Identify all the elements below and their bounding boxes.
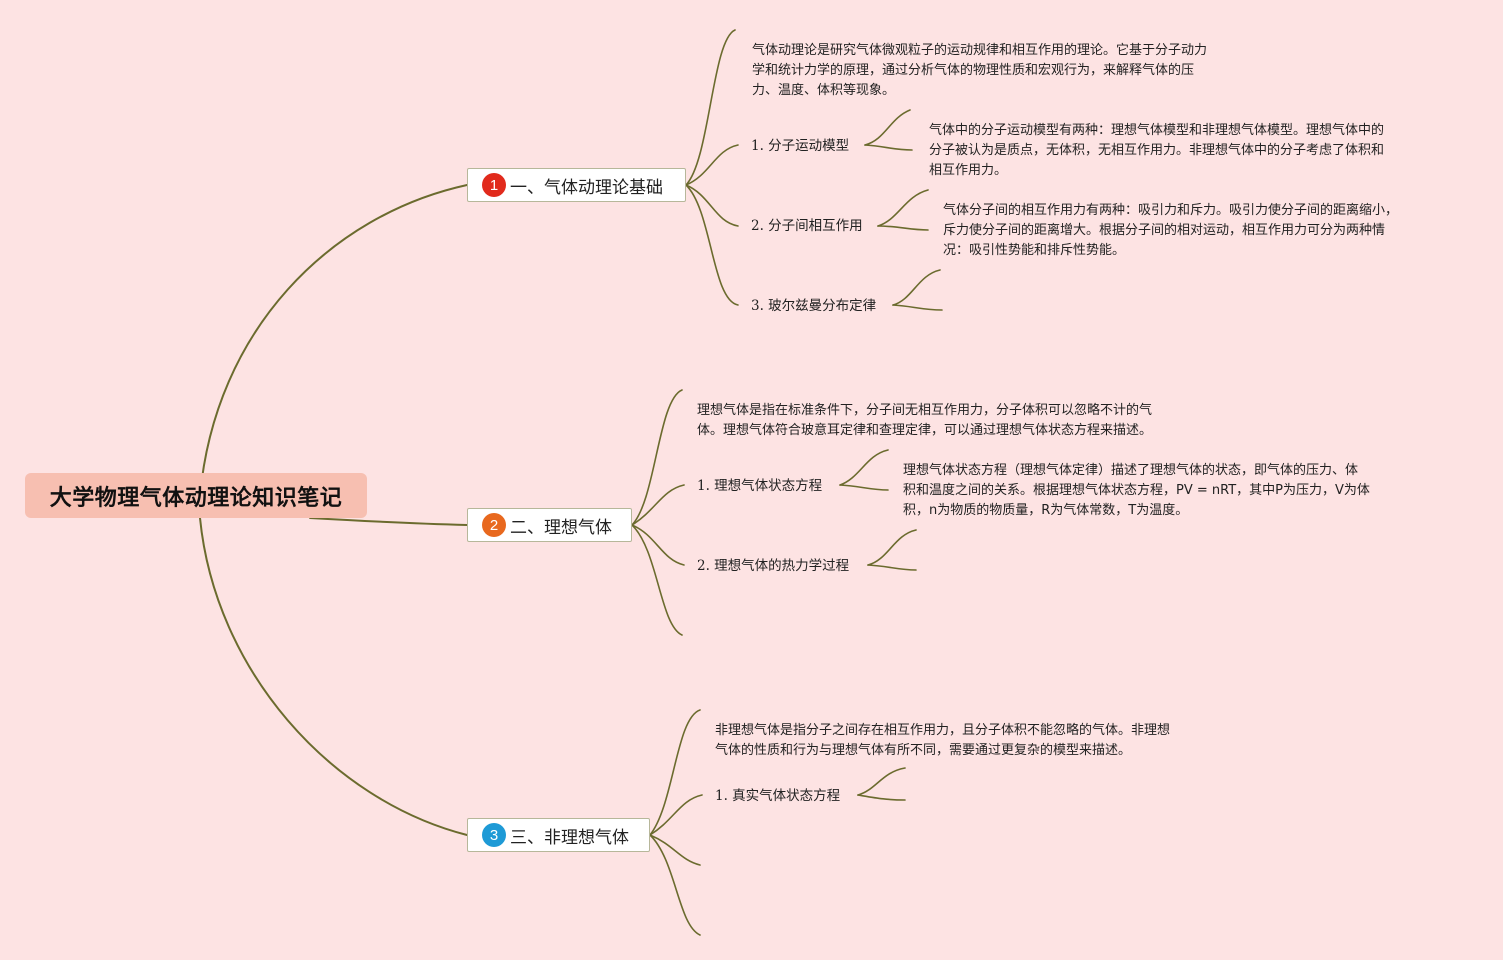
connector-b1-sub2: [685, 184, 739, 227]
connector-b1-sub2-detail-b: [877, 225, 929, 231]
branch-2-subtopic-1[interactable]: 1. 理想气体状态方程: [697, 478, 823, 494]
connector-b2-sub1: [631, 484, 685, 526]
branch-2-intro-line: 理想气体是指在标准条件下，分子间无相互作用力，分子体积可以忽略不计的气: [697, 403, 1153, 418]
detail-line: 积，n为物质的物质量，R为气体常数，T为温度。: [903, 503, 1189, 518]
branch-1-label: 一、气体动理论基础: [510, 177, 663, 198]
branch-1-subtopic-1-detail[interactable]: 气体中的分子运动模型有两种：理想气体模型和非理想气体模型。理想气体中的 分子被认…: [929, 121, 1384, 181]
branch-3-intro-line: 非理想气体是指分子之间存在相互作用力，且分子体积不能忽略的气体。非理想: [715, 723, 1171, 738]
connector-b2-intro: [631, 389, 683, 526]
connector-b3-sub1-detail-b: [857, 794, 906, 801]
detail-line: 斥力使分子间的距离增大。根据分子间的相对运动，相互作用力可分为两种情: [943, 223, 1386, 238]
root-title: 大学物理气体动理论知识笔记: [49, 485, 343, 511]
detail-line: 气体中的分子运动模型有两种：理想气体模型和非理想气体模型。理想气体中的: [929, 123, 1385, 138]
number-1-icon: 1: [482, 173, 506, 197]
branch-1-intro-line: 学和统计力学的原理，通过分析气体的物理性质和宏观行为，来解释气体的压: [752, 63, 1195, 78]
branch-1-subtopic-3[interactable]: 3. 玻尔兹曼分布定律: [751, 298, 877, 314]
connector-b2-sub2-detail-b: [867, 564, 917, 571]
detail-line: 理想气体状态方程（理想气体定律）描述了理想气体的状态，即气体的压力、体: [903, 463, 1359, 478]
detail-line: 分子被认为是质点，无体积，无相互作用力。非理想气体中的分子考虑了体积和: [929, 143, 1385, 158]
connector-root-branch-3: [199, 517, 468, 836]
branch-1-subtopic-2-detail[interactable]: 气体分子间的相互作用力有两种：吸引力和斥力。吸引力使分子间的距离缩小， 斥力使分…: [943, 201, 1398, 261]
branch-1-intro[interactable]: 气体动理论是研究气体微观粒子的运动规律和相互作用的理论。它基于分子动力 学和统计…: [752, 41, 1207, 101]
detail-line: 气体分子间的相互作用力有两种：吸引力和斥力。吸引力使分子间的距离缩小，: [943, 203, 1399, 218]
branch-2-subtopic-1-detail[interactable]: 理想气体状态方程（理想气体定律）描述了理想气体的状态，即气体的压力、体 积和温度…: [903, 461, 1370, 521]
connector-b3-empty-b: [649, 834, 701, 936]
root-topic[interactable]: 大学物理气体动理论知识笔记: [25, 473, 367, 518]
connector-root-branch-2: [309, 517, 468, 526]
detail-line: 相互作用力。: [929, 163, 1008, 178]
branch-2[interactable]: 2 二、理想气体: [467, 508, 632, 542]
branch-3[interactable]: 3 三、非理想气体: [467, 818, 650, 852]
connector-b2-sub1-detail-b: [839, 484, 889, 491]
connector-b3-intro: [649, 709, 701, 836]
connector-b1-sub1: [685, 144, 739, 186]
branch-1-subtopic-1[interactable]: 1. 分子运动模型: [751, 138, 850, 154]
detail-line: 积和温度之间的关系。根据理想气体状态方程，PV = nRT，其中P为压力，V为体: [903, 483, 1370, 498]
branch-3-label: 三、非理想气体: [510, 827, 629, 848]
connector-b2-sub1-detail-a: [839, 449, 889, 486]
connector-b2-empty: [631, 524, 683, 636]
branch-2-intro[interactable]: 理想气体是指在标准条件下，分子间无相互作用力，分子体积可以忽略不计的气 体。理想…: [697, 401, 1152, 441]
detail-line: 况：吸引性势能和排斥性势能。: [943, 243, 1126, 258]
number-3-icon: 3: [482, 823, 506, 847]
branch-2-label: 二、理想气体: [510, 517, 612, 538]
connector-b1-sub1-detail-a: [864, 109, 911, 146]
connector-b3-sub1: [649, 794, 703, 836]
branch-2-subtopic-2[interactable]: 2. 理想气体的热力学过程: [697, 558, 850, 574]
branch-1-intro-line: 气体动理论是研究气体微观粒子的运动规律和相互作用的理论。它基于分子动力: [752, 43, 1208, 58]
connector-b3-empty-a: [649, 834, 701, 866]
connector-b2-sub2-detail-a: [867, 529, 917, 566]
branch-1-intro-line: 力、温度、体积等现象。: [752, 83, 896, 98]
connector-b1-sub2-detail-a: [877, 189, 929, 227]
connector-b1-sub1-detail-b: [864, 144, 913, 151]
branch-1-subtopic-2[interactable]: 2. 分子间相互作用: [751, 218, 863, 234]
connector-b1-sub3-detail-a: [892, 269, 941, 306]
connector-b3-sub1-detail-a: [857, 767, 906, 796]
number-2-icon: 2: [482, 513, 506, 537]
branch-3-subtopic-1[interactable]: 1. 真实气体状态方程: [715, 788, 841, 804]
branch-3-intro[interactable]: 非理想气体是指分子之间存在相互作用力，且分子体积不能忽略的气体。非理想 气体的性…: [715, 721, 1170, 761]
connector-b1-sub3-detail-b: [892, 304, 943, 311]
connector-b1-intro: [685, 29, 736, 186]
connector-root-branch-1: [199, 184, 468, 497]
connector-b1-sub3: [685, 184, 739, 306]
branch-1[interactable]: 1 一、气体动理论基础: [467, 168, 686, 202]
connector-b2-sub2: [631, 524, 685, 566]
branch-2-intro-line: 体。理想气体符合玻意耳定律和查理定律，可以通过理想气体状态方程来描述。: [697, 423, 1153, 438]
branch-3-intro-line: 气体的性质和行为与理想气体有所不同，需要通过更复杂的模型来描述。: [715, 743, 1132, 758]
